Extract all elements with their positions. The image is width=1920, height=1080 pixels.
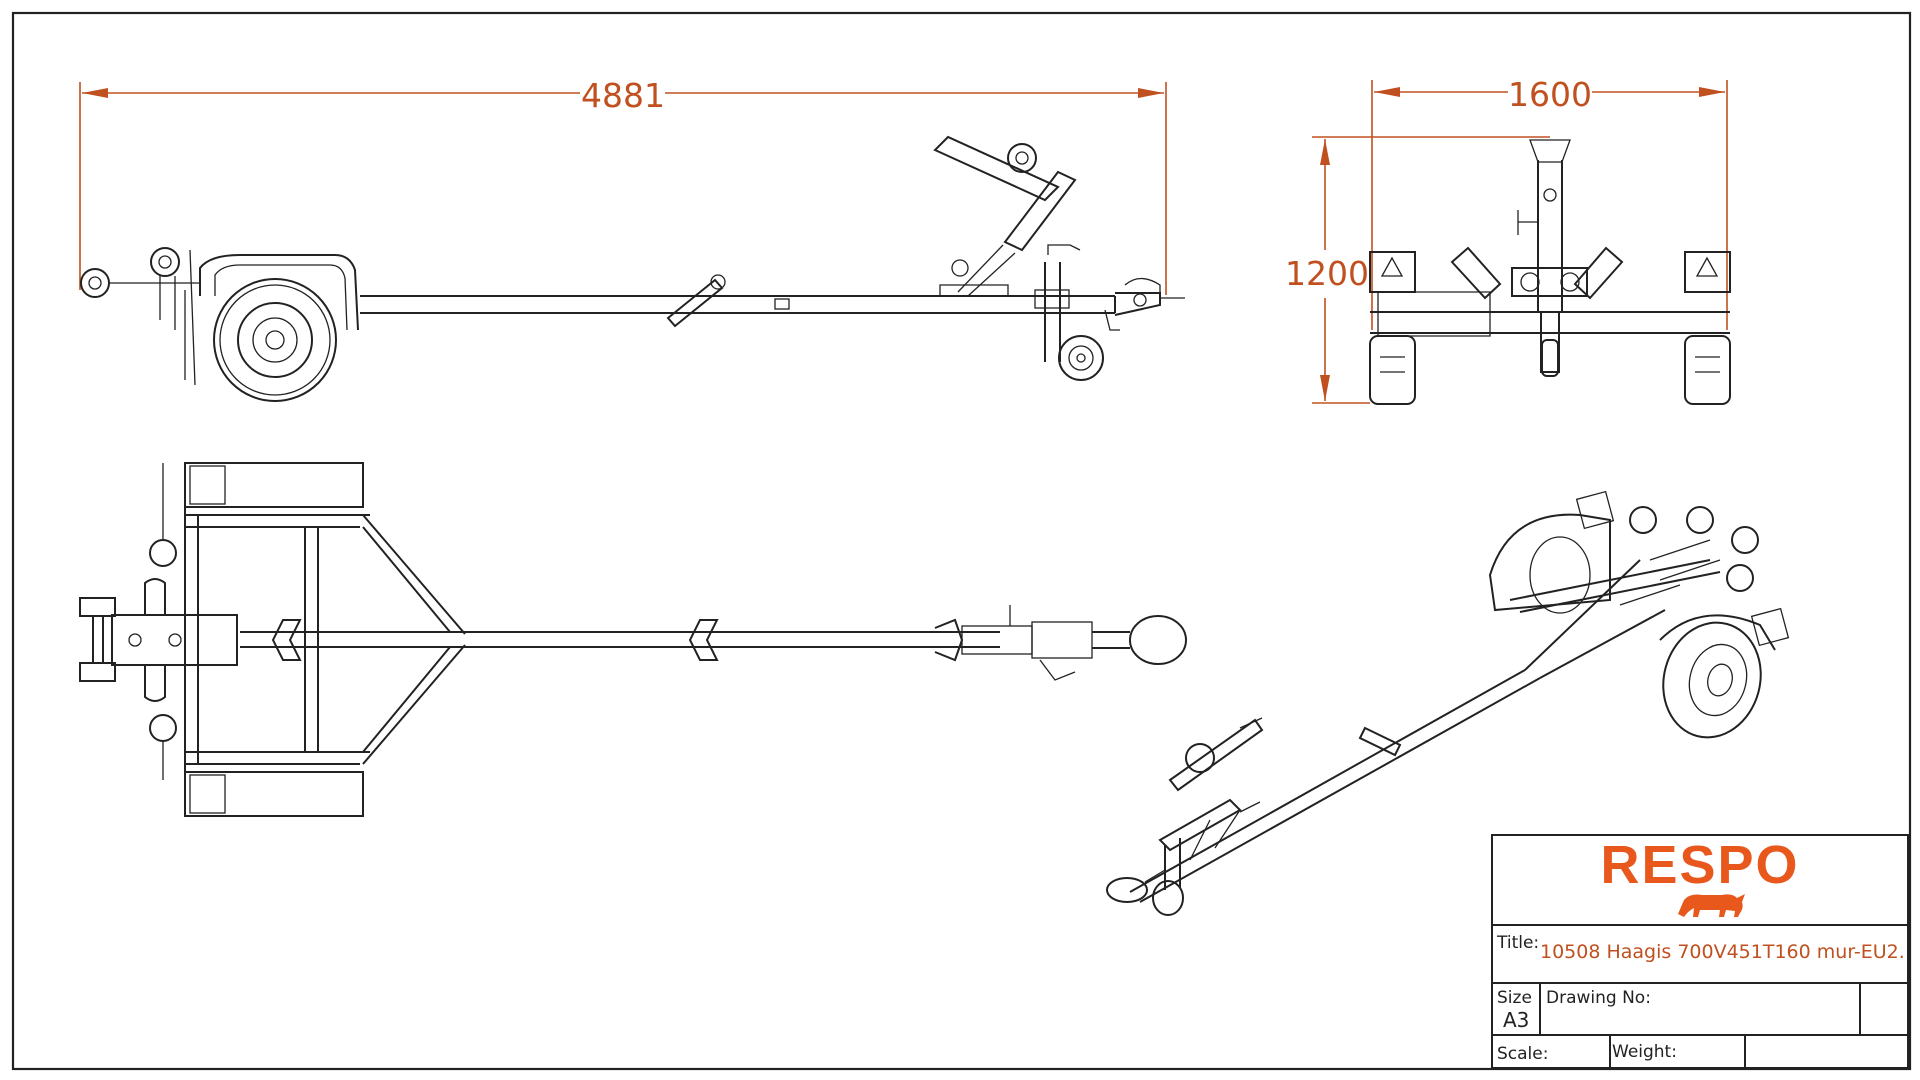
respo-logo: RESPO: [1600, 835, 1799, 895]
width-dimension-label: 1600: [1508, 75, 1592, 114]
length-dimension-label: 4881: [581, 76, 665, 115]
height-dimension-label: 1200: [1285, 254, 1369, 293]
length-dimension: 4881: [79, 76, 1167, 295]
scale-label: Scale:: [1497, 1044, 1548, 1064]
title-block: RESPO Title: 10508 Haagis 700V451T160 mu…: [1491, 834, 1909, 1069]
size-label: Size: [1497, 988, 1532, 1008]
size-value: A3: [1503, 1008, 1529, 1032]
title-label: Title:: [1496, 933, 1539, 953]
front-view: 1600 1200: [1285, 75, 1731, 405]
side-winch-post: [933, 135, 1077, 297]
weight-label: Weight:: [1612, 1042, 1677, 1062]
side-jockey-wheel: [1034, 244, 1104, 381]
drawing-no-label: Drawing No:: [1546, 988, 1651, 1008]
drawing-title: 10508 Haagis 700V451T160 mur-EU2.: [1540, 941, 1905, 963]
width-dimension: 1600: [1371, 75, 1728, 330]
side-wheel: [213, 278, 337, 402]
top-view: [79, 462, 1187, 817]
sheet-border: [11, 11, 1912, 1071]
side-view: 4881: [79, 76, 1185, 402]
isometric-view: [1106, 490, 1790, 916]
height-dimension: 1200: [1285, 136, 1550, 404]
respo-bull-icon: [1678, 894, 1745, 917]
